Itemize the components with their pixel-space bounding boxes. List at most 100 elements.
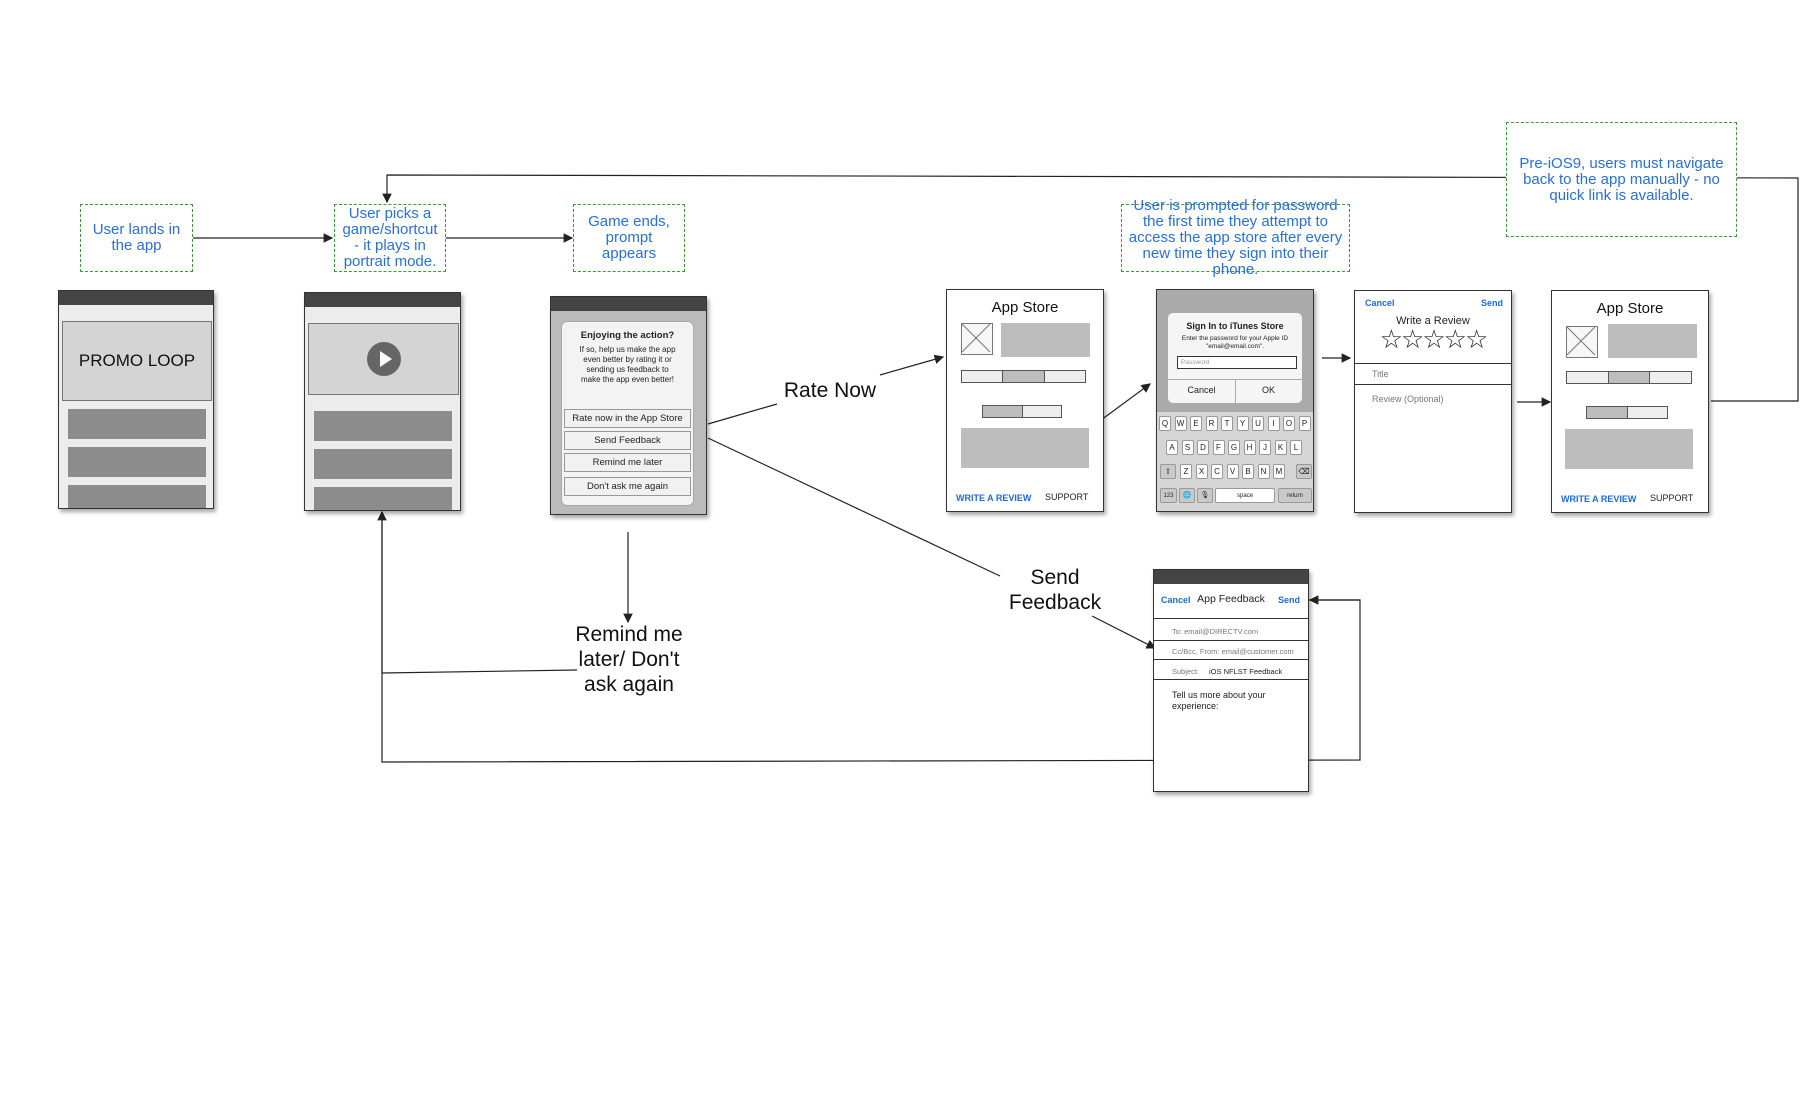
content-bar[interactable] xyxy=(68,409,206,439)
arrow-feedback-label-to-screen xyxy=(1091,615,1157,649)
content-bar[interactable] xyxy=(314,411,452,441)
arrow-remind-to-picks xyxy=(377,510,578,674)
screen-promo-loop: PROMO LOOP xyxy=(58,290,214,509)
key-u[interactable]: U xyxy=(1252,416,1264,431)
send-feedback-button[interactable]: Send Feedback xyxy=(564,431,691,450)
backspace-key[interactable]: ⌫ xyxy=(1296,464,1312,479)
signin-ok-button[interactable]: OK xyxy=(1261,385,1275,395)
dont-ask-button[interactable]: Don't ask me again xyxy=(564,477,691,496)
label-remind-later: Remind me later/ Don't ask again xyxy=(575,623,683,696)
write-review-link[interactable]: WRITE A REVIEW xyxy=(956,493,1032,503)
key-d[interactable]: D xyxy=(1197,440,1209,455)
write-review-link[interactable]: WRITE A REVIEW xyxy=(1561,494,1637,504)
segmented-control[interactable] xyxy=(1566,371,1692,384)
rate-now-button[interactable]: Rate now in the App Store xyxy=(564,409,691,428)
screen-app-store: App Store WRITE A REVIEW SUPPORT xyxy=(946,289,1104,512)
key-v[interactable]: V xyxy=(1226,464,1239,479)
key-c[interactable]: C xyxy=(1211,464,1223,479)
app-image-icon xyxy=(961,323,993,355)
shift-key[interactable]: ⇧ xyxy=(1160,464,1176,479)
app-info-box xyxy=(1608,324,1697,358)
numbers-key[interactable]: 123 xyxy=(1160,488,1177,503)
segmented-control[interactable] xyxy=(1586,406,1668,419)
screen-itunes-signin: Sign In to iTunes Store Enter the passwo… xyxy=(1156,289,1314,512)
content-bar[interactable] xyxy=(68,447,206,477)
feedback-cancel-button[interactable]: Cancel xyxy=(1161,595,1191,605)
key-y[interactable]: Y xyxy=(1236,416,1249,431)
screen-app-feedback: Cancel App Feedback Send To: email@DIREC… xyxy=(1153,569,1309,792)
promo-loop-box[interactable]: PROMO LOOP xyxy=(62,321,212,401)
cc-field[interactable]: Cc/Bcc, From: email@customer.com xyxy=(1172,647,1294,656)
feedback-title: App Feedback xyxy=(1197,593,1265,605)
globe-icon[interactable]: 🌐 xyxy=(1179,488,1195,503)
return-key[interactable]: return xyxy=(1278,488,1312,503)
support-link[interactable]: SUPPORT xyxy=(1045,492,1089,502)
key-h[interactable]: H xyxy=(1243,440,1256,455)
microphone-icon[interactable]: 🎙 xyxy=(1197,488,1213,503)
subject-field[interactable]: iOS NFLST Feedback xyxy=(1209,667,1283,676)
video-area[interactable] xyxy=(308,323,459,395)
screen-app-store-return: App Store WRITE A REVIEW SUPPORT xyxy=(1551,290,1709,513)
signin-title: Sign In to iTunes Store xyxy=(1186,321,1284,331)
note-password-prompt: User is prompted for password the first … xyxy=(1121,198,1350,278)
key-k[interactable]: K xyxy=(1274,440,1287,455)
content-box xyxy=(961,428,1089,468)
key-w[interactable]: W xyxy=(1174,416,1187,431)
feedback-body-input[interactable]: Tell us more about your experience: xyxy=(1172,690,1266,711)
to-field[interactable]: To: email@DIRECTV.com xyxy=(1172,627,1259,636)
note-user-lands: User lands in the app xyxy=(80,204,193,272)
line-prompt-feedback xyxy=(707,437,1001,577)
key-p[interactable]: P xyxy=(1298,416,1311,431)
key-l[interactable]: L xyxy=(1290,440,1302,455)
signin-cancel-button[interactable]: Cancel xyxy=(1187,385,1216,395)
password-input[interactable]: Password xyxy=(1177,356,1297,369)
app-image-icon xyxy=(1566,326,1598,358)
signin-body: Enter the password for your Apple ID "em… xyxy=(1181,335,1289,350)
segmented-control[interactable] xyxy=(982,405,1062,418)
key-f[interactable]: F xyxy=(1212,440,1225,455)
key-o[interactable]: O xyxy=(1283,416,1295,431)
note-pre-ios9: Pre-iOS9, users must navigate back to th… xyxy=(1506,122,1737,237)
remind-later-button[interactable]: Remind me later xyxy=(564,453,691,472)
key-q[interactable]: Q xyxy=(1159,416,1171,431)
label-rate-now: Rate Now xyxy=(783,379,877,402)
review-title-input[interactable]: Title xyxy=(1372,369,1389,379)
review-title: Write a Review xyxy=(1396,315,1470,327)
app-store-title: App Store xyxy=(991,299,1059,316)
support-link[interactable]: SUPPORT xyxy=(1650,493,1694,503)
note-game-ends: Game ends, prompt appears xyxy=(573,204,685,272)
key-g[interactable]: G xyxy=(1228,440,1240,455)
signin-dialog: Sign In to iTunes Store Enter the passwo… xyxy=(1167,312,1303,405)
feedback-send-button[interactable]: Send xyxy=(1277,595,1300,605)
arrow-return-to-picks xyxy=(382,174,1799,402)
play-icon[interactable] xyxy=(367,342,401,376)
status-bar xyxy=(59,291,213,305)
app-store-title: App Store xyxy=(1596,300,1664,317)
star-rating[interactable]: ☆☆☆☆☆ xyxy=(1379,324,1489,354)
screen-video-player xyxy=(304,292,461,511)
rating-dialog: Enjoying the action? If so, help us make… xyxy=(561,321,694,506)
key-b[interactable]: B xyxy=(1242,464,1254,479)
key-i[interactable]: I xyxy=(1267,416,1280,431)
key-s[interactable]: S xyxy=(1181,440,1194,455)
review-body-input[interactable]: Review (Optional) xyxy=(1372,394,1444,404)
key-t[interactable]: T xyxy=(1221,416,1233,431)
review-cancel-button[interactable]: Cancel xyxy=(1365,298,1395,308)
key-j[interactable]: J xyxy=(1259,440,1271,455)
content-bar[interactable] xyxy=(68,485,206,508)
key-x[interactable]: X xyxy=(1195,464,1208,479)
segmented-control[interactable] xyxy=(961,370,1086,383)
screen-write-review: Cancel Send Write a Review ☆☆☆☆☆ Title R… xyxy=(1354,290,1512,513)
content-bar[interactable] xyxy=(314,449,452,479)
key-z[interactable]: Z xyxy=(1180,464,1192,479)
key-r[interactable]: R xyxy=(1205,416,1218,431)
key-m[interactable]: M xyxy=(1273,464,1285,479)
review-send-button[interactable]: Send xyxy=(1480,298,1503,308)
key-a[interactable]: A xyxy=(1166,440,1178,455)
key-n[interactable]: N xyxy=(1257,464,1270,479)
dialog-body: If so, help us make the app even better … xyxy=(579,345,676,384)
key-e[interactable]: E xyxy=(1190,416,1202,431)
content-bar[interactable] xyxy=(314,487,452,510)
space-key[interactable]: space xyxy=(1215,488,1275,503)
